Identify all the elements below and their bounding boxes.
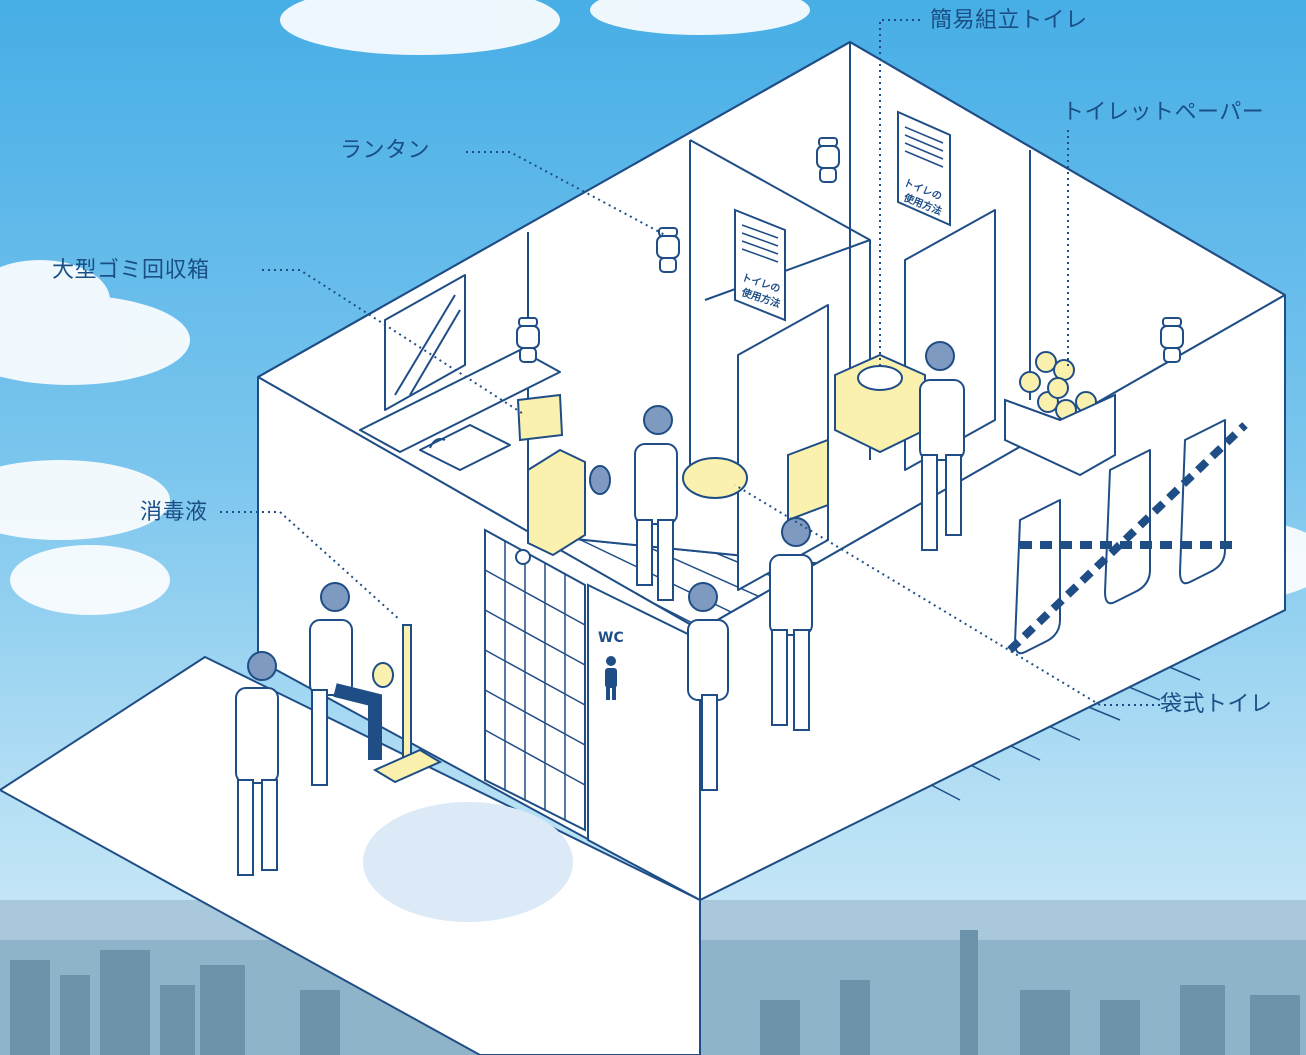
entrance-floor (0, 656, 701, 1055)
bag-toilet (682, 457, 748, 499)
person (919, 341, 965, 551)
wc-sign: WC (598, 630, 624, 646)
label-garbage-box: 大型ゴミ回収箱 (52, 258, 210, 283)
people (235, 341, 965, 876)
mesh-partition (484, 528, 586, 832)
wc-partition (587, 583, 701, 902)
label-toilet-paper: トイレットペーパー (1062, 100, 1265, 125)
clouds (0, 0, 1306, 615)
male-icon (605, 656, 617, 700)
usage-sign-1: トイレの 使用方法 (734, 208, 786, 322)
disinfectant-stand (372, 624, 443, 784)
garbage-box (527, 448, 586, 557)
leader-lines (220, 19, 1160, 706)
floor-spot (363, 802, 573, 922)
person (309, 582, 382, 786)
usage-sign-2: トイレの 使用方法 (897, 110, 951, 227)
person (769, 517, 813, 731)
person (589, 405, 678, 601)
label-lantern: ランタン (340, 138, 431, 163)
label-bag-toilet: 袋式トイレ (1160, 692, 1273, 717)
person (235, 651, 279, 876)
lantern-icon (516, 137, 1184, 363)
person (687, 582, 729, 791)
label-disinfectant: 消毒液 (140, 500, 208, 525)
caution-tape (1007, 422, 1248, 653)
highlighted-items (372, 351, 1097, 784)
storage-box (1004, 393, 1116, 477)
mirror (384, 274, 466, 411)
sink-basin (419, 424, 511, 471)
label-toilet-kit: 簡易組立トイレ (930, 8, 1088, 33)
